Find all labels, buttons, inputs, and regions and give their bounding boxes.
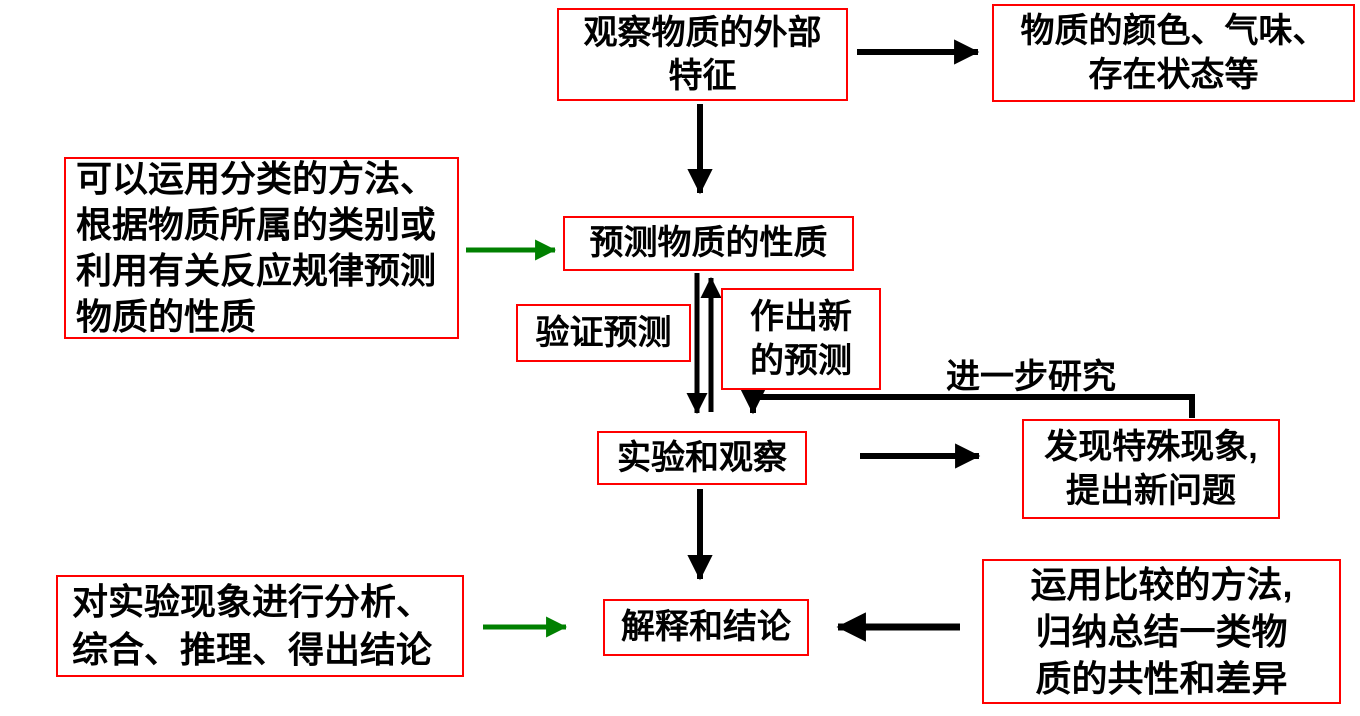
box-special-phenomena-new-questions: 发现特殊现象, 提出新问题 xyxy=(1022,419,1280,519)
box-appearance-text: 物质的颜色、气味、 存在状态等 xyxy=(1020,12,1327,94)
box-color-smell-state: 物质的颜色、气味、 存在状态等 xyxy=(992,4,1355,102)
box-predict-text: 预测物质的性质 xyxy=(589,224,828,262)
box-observe-text: 观察物质的外部 特征 xyxy=(583,13,822,95)
box-verify-text: 验证预测 xyxy=(535,313,672,352)
box-make-new-prediction: 作出新 的预测 xyxy=(721,288,881,390)
box-explanation-conclusion: 解释和结论 xyxy=(603,599,809,656)
label-further-research: 进一步研究 xyxy=(946,358,1116,396)
box-classification-method-hint: 可以运用分类的方法、 根据物质所属的类别或 利用有关反应规律预测 物质的性质 xyxy=(64,157,459,339)
box-analysis-hint-text: 对实验现象进行分析、 综合、推理、得出结论 xyxy=(72,581,433,670)
arrow-special-to-experiment-further-research xyxy=(740,389,1195,418)
box-classify-hint-text: 可以运用分类的方法、 根据物质所属的类别或 利用有关反应规律预测 物质的性质 xyxy=(76,158,437,337)
box-analysis-reasoning-hint: 对实验现象进行分析、 综合、推理、得出结论 xyxy=(56,575,464,677)
box-conclusion-text: 解释和结论 xyxy=(621,608,791,646)
box-experiment-observation: 实验和观察 xyxy=(597,431,807,485)
box-comparison-method-hint: 运用比较的方法, 归纳总结一类物 质的共性和差异 xyxy=(982,559,1341,704)
box-verify-prediction: 验证预测 xyxy=(516,304,691,362)
box-compare-hint-text: 运用比较的方法, 归纳总结一类物 质的共性和差异 xyxy=(1030,564,1293,699)
box-predict-properties: 预测物质的性质 xyxy=(563,216,854,271)
box-observe-external-features: 观察物质的外部 特征 xyxy=(557,8,848,101)
box-experiment-text: 实验和观察 xyxy=(617,438,787,477)
box-special-text: 发现特殊现象, 提出新问题 xyxy=(1044,428,1258,510)
box-new-prediction-text: 作出新 的预测 xyxy=(750,298,852,380)
